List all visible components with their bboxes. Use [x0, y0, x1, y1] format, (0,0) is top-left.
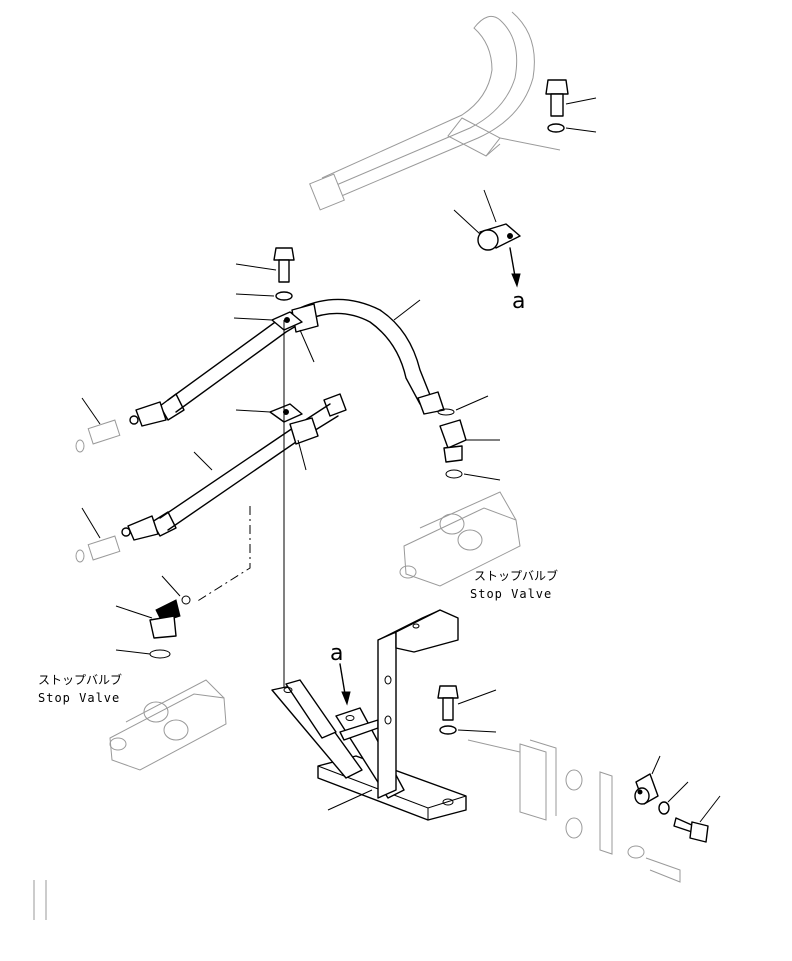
- stop-valve-left: [109, 679, 227, 771]
- mounting-bracket: [271, 609, 467, 821]
- upper-hose: [129, 298, 445, 427]
- right-elbow-fitting: [439, 419, 500, 463]
- upper-hose-clamp: [233, 311, 315, 363]
- bracket-bolt: [437, 685, 497, 721]
- ghost-mounting-plate: [467, 739, 681, 883]
- ghost-artifact: [33, 880, 47, 920]
- top-washer: [547, 123, 597, 133]
- left-lower-union: [75, 507, 121, 563]
- stop-valve-left-label-jp: ストップバルブ: [38, 672, 122, 687]
- right-bolt: [673, 795, 721, 843]
- left-elbow-fitting: [115, 599, 181, 639]
- right-o-ring: [437, 395, 489, 416]
- left-upper-union: [75, 397, 121, 453]
- dashed-routing-line: [195, 506, 251, 603]
- right-small-clamp: [634, 755, 661, 805]
- reference-letter-a-lower: a: [330, 641, 343, 666]
- reference-arrow-lower: [339, 663, 351, 706]
- top-bolt: [545, 79, 597, 117]
- top-clamp: [453, 189, 521, 288]
- stop-valve-right-label-jp: ストップバルブ: [474, 568, 558, 583]
- lower-hose-clamp: [235, 403, 307, 471]
- lower-hose: [121, 393, 347, 541]
- stop-valve-left-label-en: Stop Valve: [38, 691, 120, 705]
- ghost-upper-hose: [309, 11, 561, 211]
- right-washer: [658, 781, 689, 815]
- reference-letter-a-upper: a: [512, 289, 525, 314]
- left-o-ring: [115, 649, 171, 659]
- bracket-washer: [439, 725, 497, 735]
- stop-valve-right: [399, 491, 521, 587]
- left-bolt: [235, 247, 295, 283]
- small-o-ring: [181, 595, 191, 605]
- left-washer: [235, 291, 293, 301]
- right-o-ring-lower: [445, 469, 501, 481]
- stop-valve-right-label-en: Stop Valve: [470, 587, 552, 601]
